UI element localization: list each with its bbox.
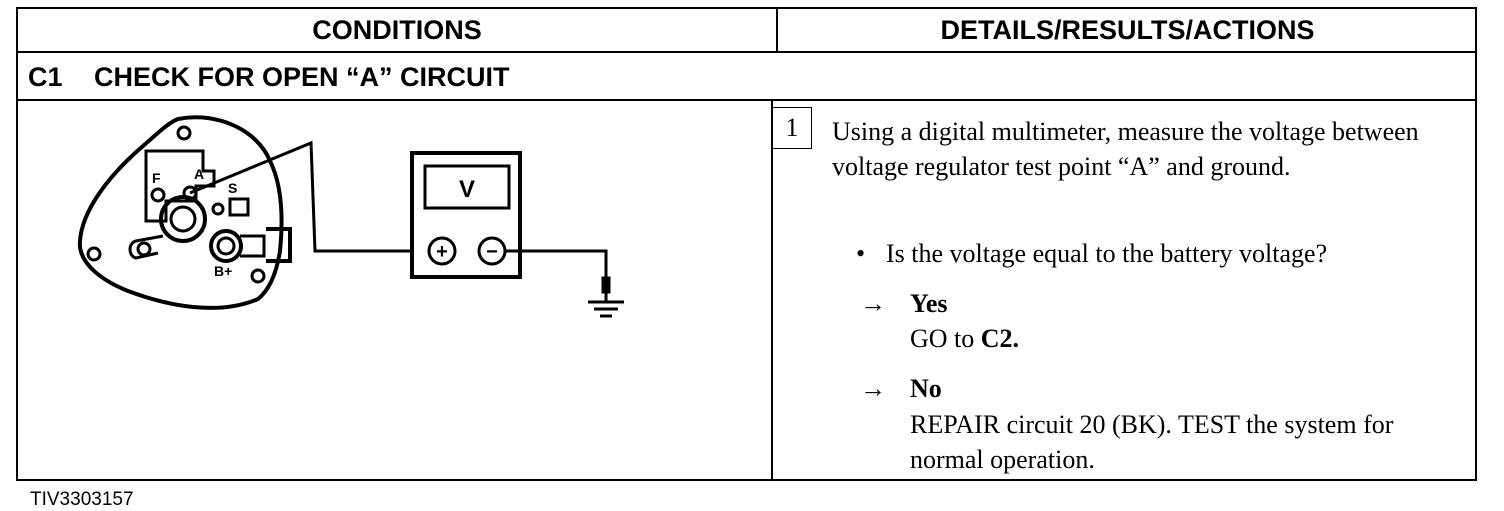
conditions-header: CONDITIONS (18, 9, 778, 53)
no-result: → No (860, 371, 942, 406)
terminal-b-label: B+ (214, 263, 232, 279)
right-ear-hole (250, 268, 266, 284)
multimeter-display (423, 164, 511, 210)
negative-jack-label: − (486, 241, 498, 263)
wiring-diagram-svg: F A S B+ V + − (77, 115, 624, 318)
terminal-b-outer (209, 229, 243, 263)
section-code: C1 (28, 62, 63, 92)
negative-lead-wire (505, 249, 608, 279)
yes-action-target: C2. (980, 324, 1020, 353)
bullet-dot: • (856, 239, 866, 268)
top-ear-hole (176, 125, 192, 141)
alternator-test-diagram: F A S B+ V + − TIV3303157 (18, 101, 770, 510)
yes-result: → Yes (860, 286, 948, 321)
yes-action: GO to C2. (910, 321, 1450, 356)
positive-lead-wire (189, 140, 413, 253)
procedure-table: CONDITIONS DETAILS/RESULTS/ACTIONS C1 CHE… (16, 7, 1477, 510)
positive-jack (427, 236, 457, 266)
terminal-a-label: A (194, 166, 204, 182)
yes-label: Yes (910, 289, 948, 318)
ground-probe (601, 276, 611, 294)
terminal-s-label: S (228, 180, 237, 196)
bracket-hole (136, 241, 152, 257)
terminal-f-label: F (152, 170, 161, 186)
multimeter-body (410, 151, 522, 279)
no-arrow: → (860, 374, 886, 403)
terminal-f-point (150, 187, 166, 203)
left-ear-hole (86, 246, 102, 262)
harness-clip (266, 227, 292, 263)
section-title: C1 CHECK FOR OPEN “A” CIRCUIT (28, 55, 510, 99)
rotor-shaft-outer (159, 195, 207, 243)
section-heading: CHECK FOR OPEN “A” CIRCUIT (94, 62, 510, 92)
terminal-s-box (228, 197, 250, 217)
no-label: No (910, 374, 942, 403)
test-question: • Is the voltage equal to the battery vol… (856, 236, 1327, 271)
header-divider (18, 51, 1477, 53)
b-connector-stub (240, 234, 266, 258)
step-number-box: 1 (772, 107, 812, 149)
positive-jack-label: + (436, 241, 448, 263)
column-divider (771, 101, 773, 481)
bracket-arm (128, 234, 164, 260)
figure-id: TIV3303157 (30, 489, 134, 510)
terminal-b-inner (216, 236, 236, 256)
details-header: DETAILS/RESULTS/ACTIONS (940, 15, 1315, 45)
rotor-shaft-inner (169, 205, 197, 233)
multimeter-voltage-label: V (459, 176, 475, 203)
step-instruction: Using a digital multimeter, measure the … (832, 117, 1419, 181)
yes-arrow: → (860, 289, 886, 318)
terminal-s-point (211, 202, 225, 216)
no-action: REPAIR circuit 20 (BK). TEST the system … (910, 410, 1394, 474)
test-question-text: Is the voltage equal to the battery volt… (886, 239, 1328, 268)
section-divider (18, 99, 1477, 101)
yes-action-prefix: GO to (910, 324, 975, 353)
